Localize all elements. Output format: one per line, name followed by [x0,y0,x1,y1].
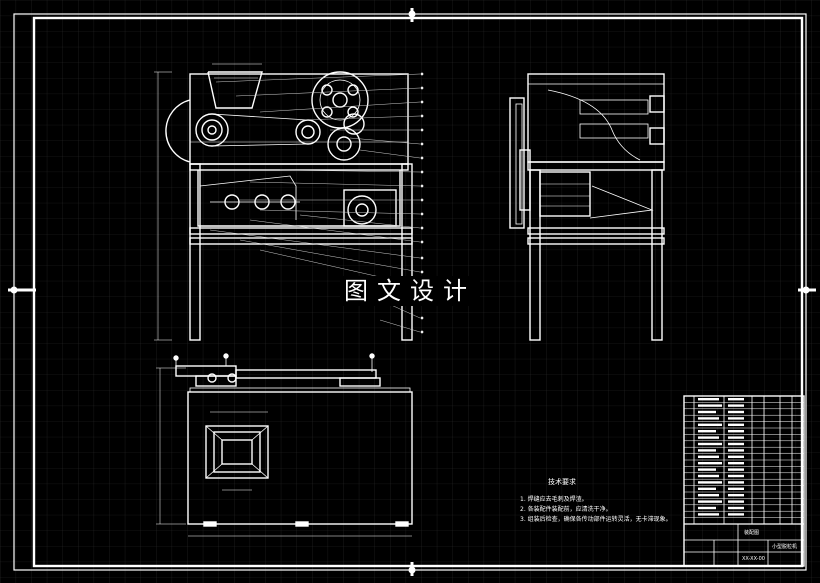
parts-list-entry-mark [698,455,719,458]
parts-list-entry-mark [728,449,744,452]
parts-list-entry-mark [698,417,719,420]
parts-list-entry-mark [698,500,722,503]
parts-list-entry-mark [728,462,744,465]
parts-list-entry-mark [698,436,719,439]
parts-list-entry-mark [698,462,722,465]
parts-list [683,395,805,567]
parts-list-entry-mark [728,430,744,433]
parts-list-entry-mark [698,404,722,407]
technical-note-1: 1. 焊缝应去毛刺及焊渣。 [520,496,588,503]
parts-list-entry-mark [728,487,744,490]
top-view [156,353,413,537]
parts-list-entry-mark [698,506,716,510]
parts-list-entry-mark [728,500,744,503]
parts-list-entry-mark [728,455,744,458]
parts-list-entry-mark [698,487,716,490]
front-view [154,63,413,341]
parts-list-entry-mark [698,430,716,433]
parts-list-entry-mark [698,481,722,484]
parts-list-entry-mark [728,474,744,478]
parts-list-entry-mark [698,474,719,478]
drawing-frame [8,8,816,576]
parts-list-entry-mark [728,436,744,439]
parts-list-entry-mark [728,417,744,420]
parts-list-entry-mark [728,481,744,484]
watermark-text: 图文设计 [340,276,480,306]
parts-list-entry-mark [728,423,744,426]
technical-note-3: 3. 组装后检查，确保各传动部件运转灵活，无卡滞现象。 [520,516,672,523]
parts-list-entry-mark [698,449,716,452]
parts-list-entry-mark [728,404,744,407]
technical-notes-title: 技术要求 [548,478,576,486]
parts-list-entry-mark [728,506,744,510]
drawing-number: XX-XX-00 [742,556,765,562]
parts-list-entry-mark [728,398,744,401]
parts-list-entry-mark [728,513,744,516]
parts-list-entry-mark [698,513,719,516]
drawing-name: 装配图 [744,530,760,536]
parts-list-entry-mark [698,442,722,446]
parts-list-entry-mark [728,494,744,497]
parts-list-entry-mark [698,410,716,414]
parts-list-entry-mark [698,468,716,471]
parts-list-entry-mark [698,423,722,426]
parts-list-entry-mark [728,442,744,446]
side-view [509,73,665,341]
parts-list-entry-mark [728,468,744,471]
parts-list-entry-mark [728,410,744,414]
parts-list-entry-mark [698,398,719,401]
product-name: 小型脱粒机 [772,544,798,550]
parts-list-entry-mark [698,494,719,497]
front-leaders [209,72,424,334]
technical-note-2: 2. 各装配件装配前，应清洗干净。 [520,506,612,513]
